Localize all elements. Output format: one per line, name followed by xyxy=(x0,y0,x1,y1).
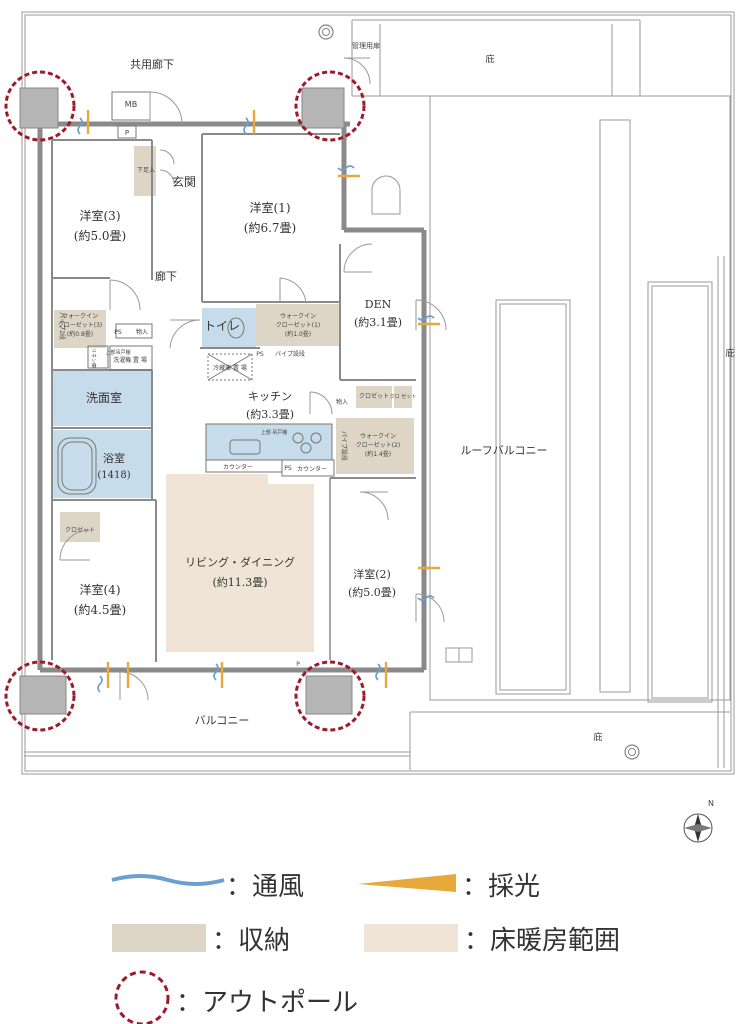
western3-size: (約5.0畳) xyxy=(74,228,126,243)
roof-balcony-label: ルーフバルコニー xyxy=(460,444,547,457)
balcony-label: バルコニー xyxy=(195,714,250,727)
corridor-label: 共用廊下 xyxy=(130,57,174,71)
closet4-label: クロゼット xyxy=(65,526,95,534)
wic2-line3: (約1.4畳) xyxy=(365,450,391,458)
legend-storage-swatch xyxy=(112,924,206,952)
western1-name: 洋室(1) xyxy=(250,200,291,215)
eave-label-right: 庇 xyxy=(725,347,734,359)
closet-den-label: クロゼット xyxy=(359,392,389,400)
floor-heating-area xyxy=(166,474,314,652)
shoe-cabinet-label: 下足入 xyxy=(137,167,155,174)
legend-floor-heating-label: ：床暖房範囲 xyxy=(464,926,621,956)
western1-size: (約6.7畳) xyxy=(244,220,296,235)
living-name: リビング・ダイニング xyxy=(185,555,295,569)
outpole-circle xyxy=(294,660,366,732)
closet-short-label: クロ ゼット xyxy=(390,393,417,400)
pipe-shelf-label: パイプ設段 xyxy=(275,350,305,358)
doors xyxy=(59,57,447,701)
washer-label: 洗濯機 置 場 xyxy=(113,356,147,364)
legend-outpole-label: ：アウトポール xyxy=(176,988,359,1018)
legend-floor-heating-swatch xyxy=(364,924,458,952)
toilet-label: トイレ xyxy=(204,319,240,333)
outpole-circle xyxy=(4,70,76,142)
bath-size: (1418) xyxy=(97,470,130,481)
exterior-outline xyxy=(21,11,735,775)
den-size: (約3.1畳) xyxy=(354,315,402,329)
washroom-label: 洗面室 xyxy=(86,390,122,405)
linen-label: リネン庫 xyxy=(90,348,97,368)
compass-icon: N xyxy=(683,799,714,843)
kitchen-size: (約3.3畳) xyxy=(246,407,294,421)
wic1-line1: ウォークイン xyxy=(280,312,316,320)
ps-label-3: PS xyxy=(284,465,292,472)
pipe-space-label: P xyxy=(125,129,129,137)
drain-icon xyxy=(628,748,636,756)
legend-ventilation-icon xyxy=(111,874,225,886)
upper-shelf-label: 上部吊戸棚 xyxy=(105,349,130,356)
counter-label-2: カウンター xyxy=(297,465,327,473)
counters xyxy=(57,91,335,495)
mb-label: MB xyxy=(125,100,137,109)
eave-label-top: 庇 xyxy=(485,53,494,65)
upper-shelf2-label: 上部 吊戸棚 xyxy=(261,429,288,436)
outpole-markers xyxy=(4,70,366,732)
outpole-circle xyxy=(294,70,366,142)
outpole-circle xyxy=(4,660,76,732)
wet-areas xyxy=(52,308,332,498)
wic3-line2: クローゼット(3) xyxy=(58,321,103,329)
legend-daylight-icon xyxy=(358,874,456,892)
western4-name: 洋室(4) xyxy=(80,582,121,597)
western2-name: 洋室(2) xyxy=(353,567,391,581)
bath-name: 浴室 xyxy=(103,451,125,465)
legend-storage-label: ：収納 xyxy=(212,926,291,956)
drain-icon xyxy=(322,28,330,36)
pipe-shelf-label-3: パイプ設段 xyxy=(340,431,348,461)
storage-areas xyxy=(54,146,414,542)
wic1-line3: (約1.0畳) xyxy=(285,330,311,338)
counter-label-1: カウンター xyxy=(223,463,253,471)
pillars xyxy=(19,87,353,715)
entrance-label: 玄関 xyxy=(172,174,196,189)
hallway-label: 廊下 xyxy=(155,269,177,283)
pipe-shelf-label-2: パイプ2段 xyxy=(58,312,66,340)
ps-label-2: PS xyxy=(256,351,264,358)
wic2-line1: ウォークイン xyxy=(360,432,396,440)
western4-size: (約4.5畳) xyxy=(74,602,126,617)
wic3-line1: ウォークイン xyxy=(62,312,98,320)
storage-label-1: 物入 xyxy=(136,328,148,336)
legend-outpole-icon xyxy=(114,970,170,1024)
mgmt-door-label: 管理用扉 xyxy=(352,41,380,50)
legend-ventilation-label: ：通風 xyxy=(226,872,305,902)
drain-icon xyxy=(318,24,334,40)
den-name: DEN xyxy=(365,298,392,311)
wic1-line2: クローゼット(1) xyxy=(276,321,321,329)
wic3-line3: (約0.8畳) xyxy=(67,330,93,338)
fridge-label: 冷蔵庫 置 場 xyxy=(213,364,247,372)
drain-icon xyxy=(624,744,640,760)
eave-label-bottom: 庇 xyxy=(593,731,602,743)
kitchen-name: キッチン xyxy=(248,390,292,403)
svg-text:N: N xyxy=(708,799,714,808)
living-size: (約11.3畳) xyxy=(212,575,267,589)
storage-label-2: 物入 xyxy=(336,398,348,406)
daylight-marks xyxy=(86,110,440,688)
ps-label-1: PS xyxy=(114,329,122,336)
ventilation-marks xyxy=(77,117,435,693)
p-label: P xyxy=(296,661,300,668)
western3-name: 洋室(3) xyxy=(80,208,121,223)
legend-daylight-label: ：採光 xyxy=(462,872,541,902)
western2-size: (約5.0畳) xyxy=(348,585,396,599)
wic2-line2: クローゼット(2) xyxy=(356,441,401,449)
